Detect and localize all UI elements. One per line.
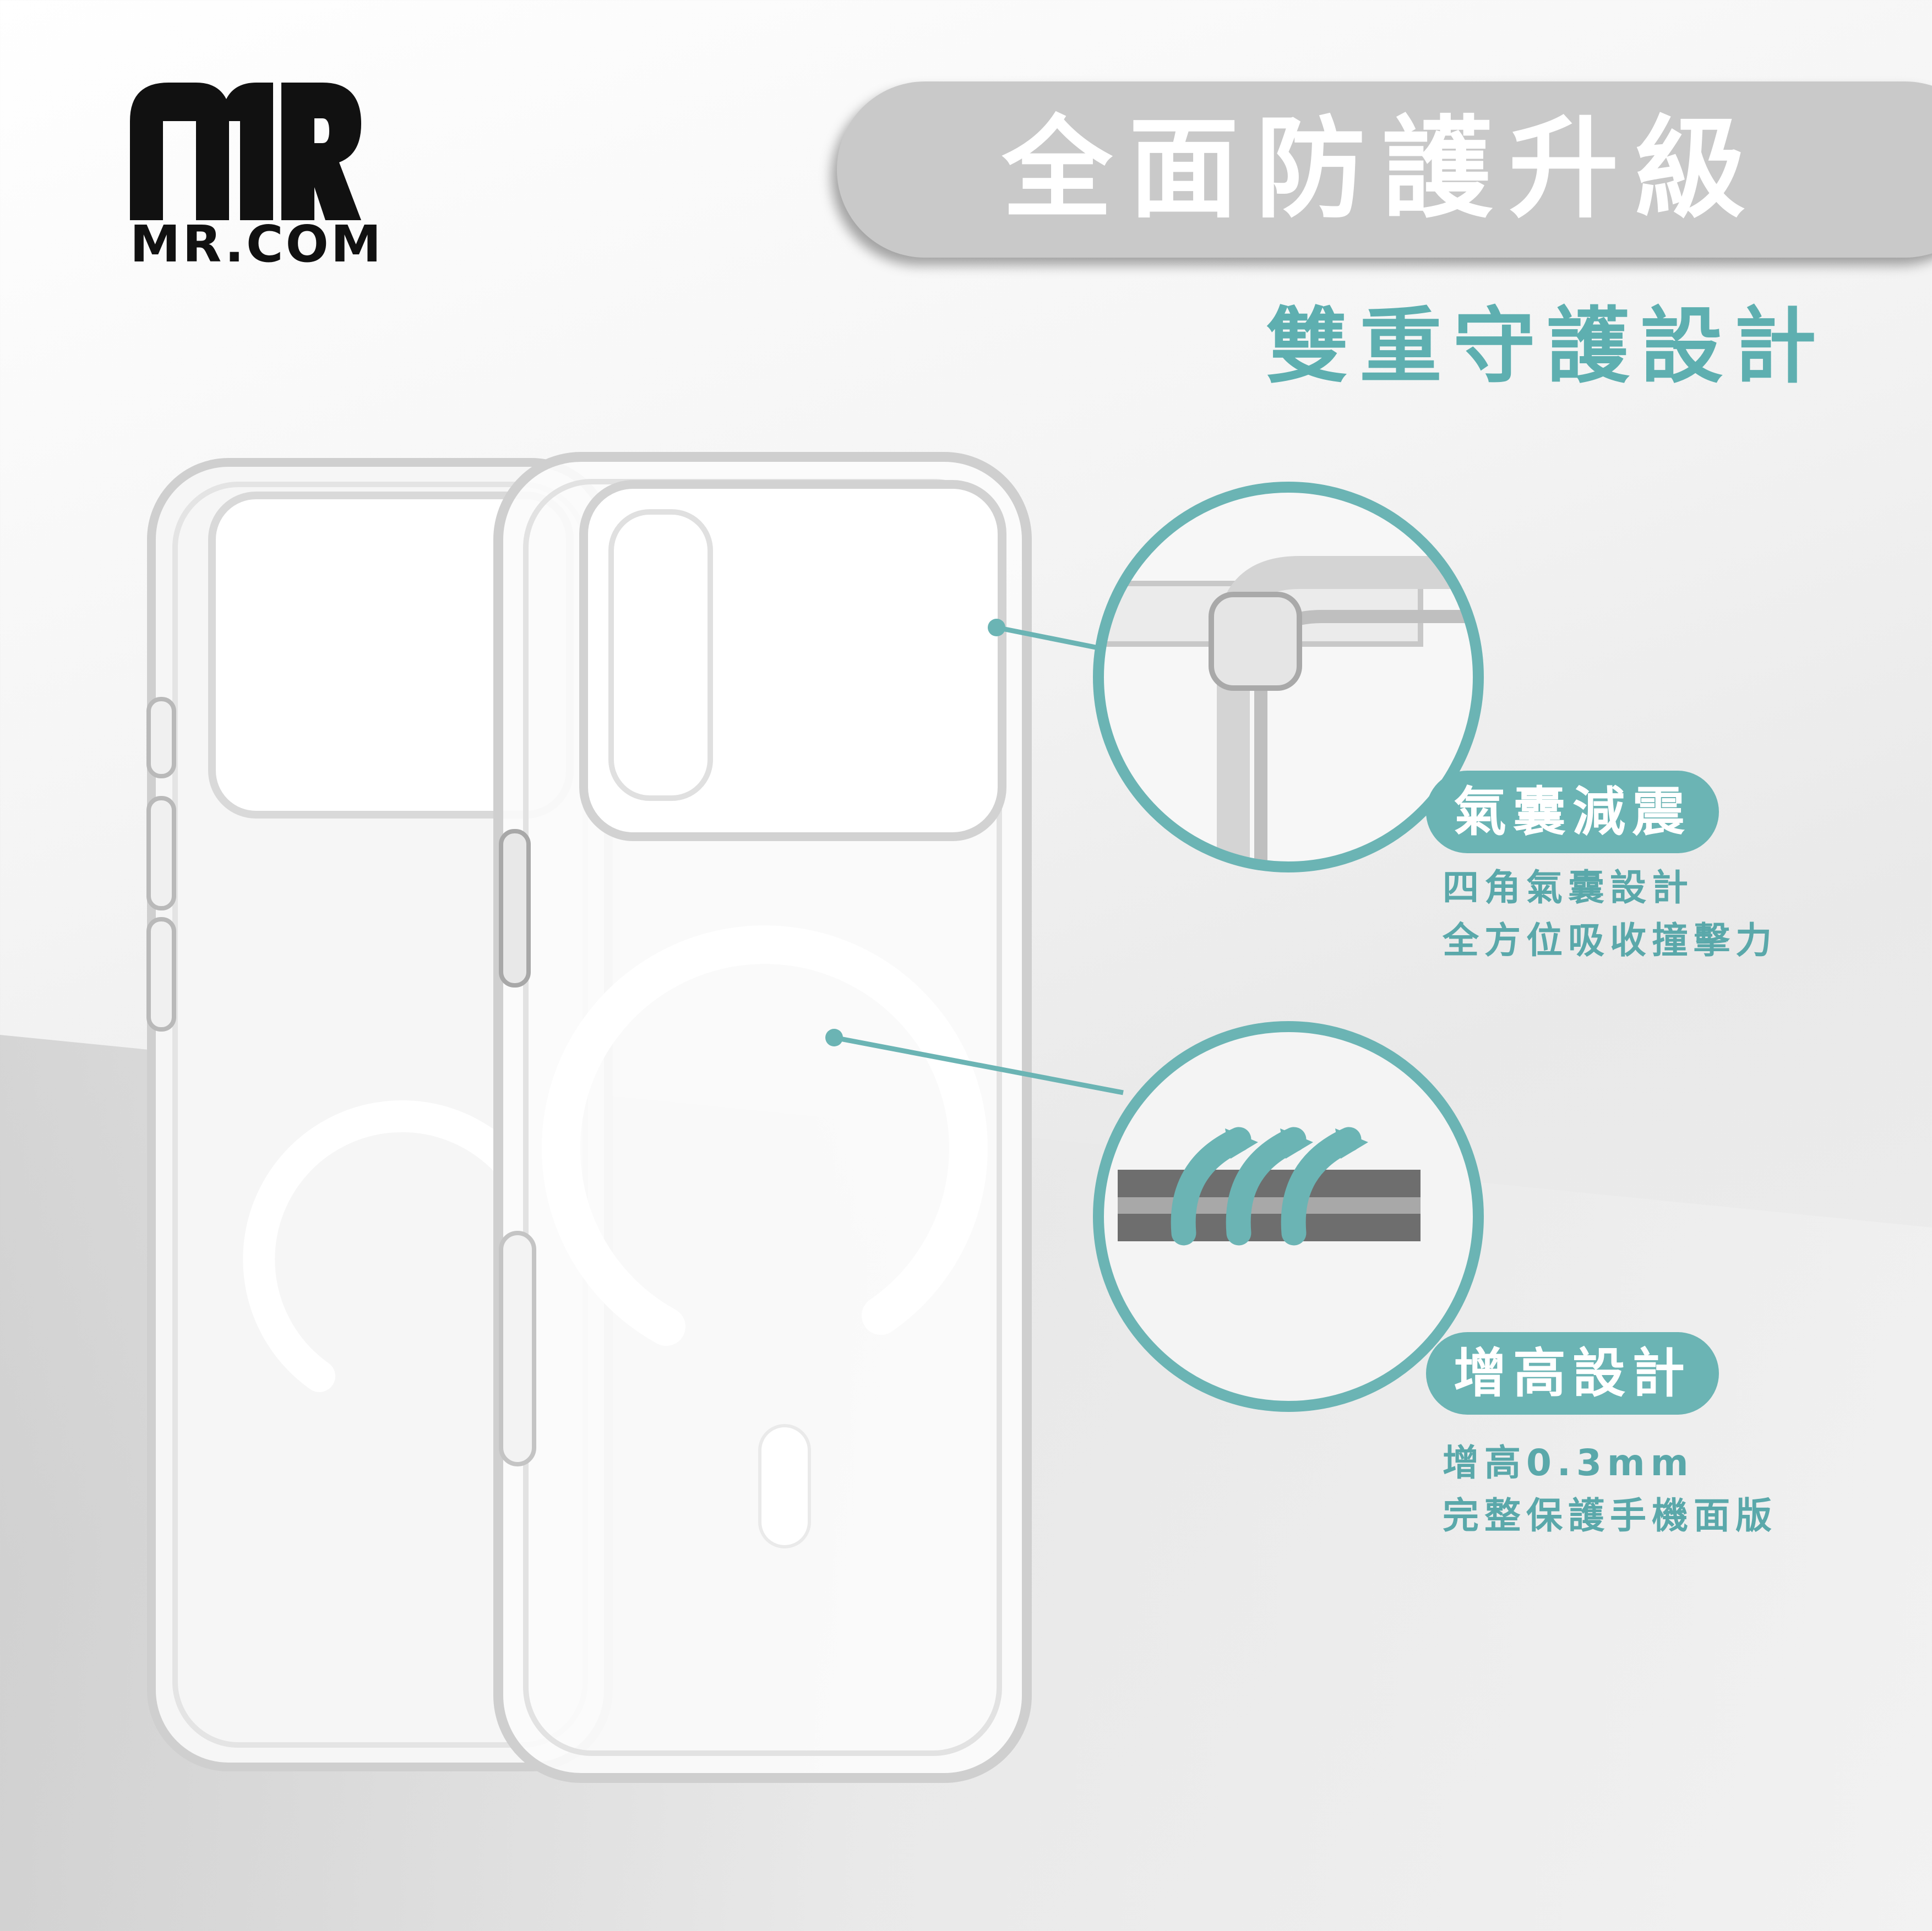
logo-text: MR.COM <box>130 215 384 274</box>
front-case <box>493 452 1032 1783</box>
zoom-raised-lip <box>1093 1021 1484 1412</box>
feature-line: 增高0.3mm <box>1443 1442 1694 1484</box>
callout-line-corner <box>996 625 1107 652</box>
page-title: 全面防護升級 <box>1002 105 1762 233</box>
feature-line: 全方位吸收撞擊力 <box>1443 919 1777 962</box>
callout-line-lip <box>834 1035 1124 1095</box>
feature-desc-airbag: 四角氣囊設計 全方位吸收撞擊力 <box>1443 861 1777 967</box>
title-banner <box>837 81 1932 258</box>
feature-badge-airbag: 氣囊減震 <box>1426 771 1719 853</box>
callout-dot-lip <box>825 1029 843 1046</box>
feature-desc-raised: 增高0.3mm 完整保護手機面版 <box>1443 1437 1777 1542</box>
feature-line: 四角氣囊設計 <box>1443 866 1694 909</box>
feature-line: 完整保護手機面版 <box>1443 1494 1777 1537</box>
callout-dot-corner <box>988 619 1005 636</box>
feature-badge-raised: 增高設計 <box>1426 1332 1719 1415</box>
zoom-airbag-corner <box>1093 482 1484 872</box>
brand-logo: MR.COM <box>130 83 381 270</box>
page-subtitle: 雙重守護設計 <box>1265 299 1827 395</box>
mr-logo-mark <box>130 83 361 220</box>
